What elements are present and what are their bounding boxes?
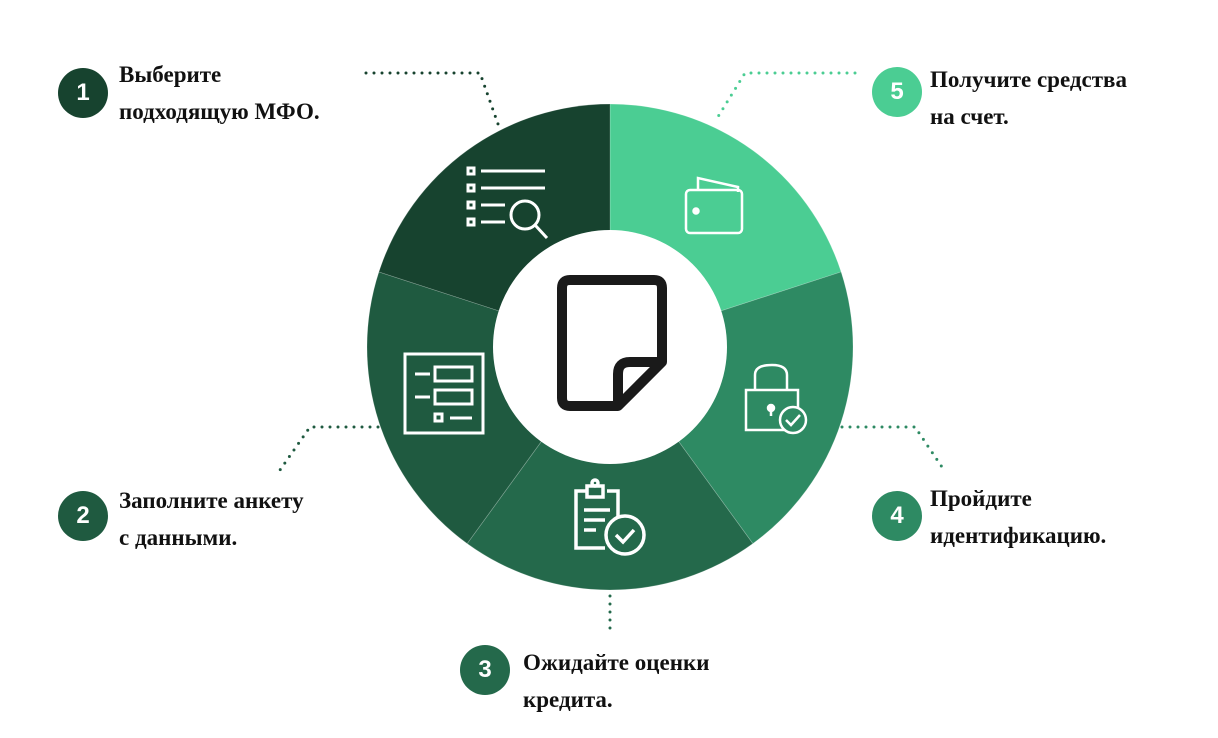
- checklist-search-icon: [466, 166, 549, 240]
- lock-check-icon: [744, 363, 808, 435]
- step-2-label-line-2: с данными.: [119, 525, 238, 550]
- step-4-label-line-1: Пройдите: [930, 486, 1032, 511]
- step-2-label-line-1: Заполните анкету: [119, 488, 304, 513]
- step-1-label-line-1: Выберите: [119, 62, 222, 87]
- step-2-label: Заполните анкету с данными.: [119, 482, 304, 556]
- step-1-label-line-2: подходящую МФО.: [119, 99, 320, 124]
- step-4-label: Пройдите идентификацию.: [930, 480, 1106, 554]
- step-3-label-line-1: Ожидайте оценки: [523, 650, 710, 675]
- step-1-label: Выберите подходящую МФО.: [119, 56, 320, 130]
- step-2-number-badge: 2: [58, 491, 108, 541]
- clipboard-check-icon: [574, 478, 646, 556]
- step-5-label: Получите средства на счет.: [930, 61, 1127, 135]
- step-3-number-badge: 3: [460, 645, 510, 695]
- wallet-icon: [684, 176, 744, 235]
- connector-step-4: [840, 425, 946, 472]
- step-1-number-badge: 1: [58, 68, 108, 118]
- connector-step-5: [714, 71, 857, 122]
- step-4-label-line-2: идентификацию.: [930, 523, 1107, 548]
- step-3-label-line-2: кредита.: [523, 687, 613, 712]
- step-3-label: Ожидайте оценки кредита.: [523, 644, 709, 718]
- document-icon: [557, 275, 667, 411]
- step-3-segment: [466, 346, 754, 591]
- connector-step-1: [364, 71, 500, 126]
- step-5-label-line-1: Получите средства: [930, 67, 1127, 92]
- step-4-number-badge: 4: [872, 491, 922, 541]
- step-5-number-badge: 5: [872, 67, 922, 117]
- form-icon: [403, 352, 485, 435]
- connector-step-2: [278, 425, 380, 472]
- step-5-label-line-2: на счет.: [930, 104, 1009, 129]
